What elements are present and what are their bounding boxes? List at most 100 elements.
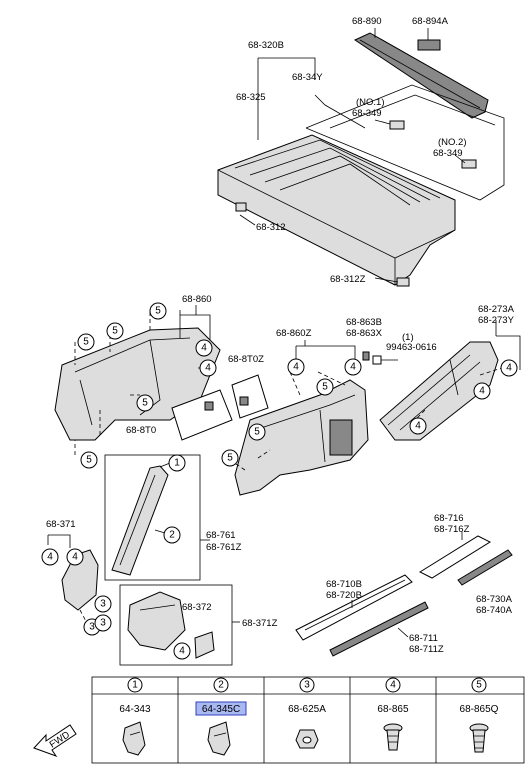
bracket-68-371z-piece[interactable]: [194, 631, 215, 659]
label-99463: 99463-0616: [386, 342, 437, 353]
bracket-68-349-no2[interactable]: [461, 159, 477, 169]
label-68-349-b: 68-349: [433, 148, 463, 159]
svg-text:2: 2: [169, 530, 175, 541]
svg-text:4: 4: [72, 552, 78, 563]
grommet-68-625a-icon: [295, 729, 319, 749]
tray-board-outline: [305, 84, 505, 201]
sill-strip-68-711[interactable]: [329, 601, 429, 657]
label-68-8t0: 68-8T0: [126, 425, 156, 436]
callout-4: 4: [41, 548, 59, 566]
callout-5: 5: [106, 322, 124, 340]
callout-4: 4: [66, 548, 84, 566]
svg-text:4: 4: [47, 552, 53, 563]
svg-text:4: 4: [293, 362, 299, 373]
label-68-349-a: 68-349: [352, 108, 382, 119]
svg-text:5: 5: [155, 306, 161, 317]
tray-clip-68-312z[interactable]: [396, 277, 410, 287]
label-68-710b: 68-710B: [326, 579, 362, 590]
svg-text:5: 5: [254, 427, 260, 438]
label-68-720b: 68-720B: [326, 590, 362, 601]
sill-strip-68-730a[interactable]: [457, 549, 513, 586]
callout-5: 5: [316, 378, 334, 396]
legend-header-3: 3: [299, 677, 315, 693]
callout-1: 1: [168, 454, 186, 472]
label-68-761z: 68-761Z: [206, 542, 242, 553]
sill-plate-68-716[interactable]: [418, 535, 492, 579]
callout-3: 3: [94, 595, 112, 613]
sill-plate-group: 68-716 68-716Z 68-710B 68-720B 68-730A 6…: [295, 513, 513, 657]
bolt-99463-0616[interactable]: [372, 355, 398, 365]
legend-code-64-345c[interactable]: 64-345C: [202, 704, 240, 715]
trim-pocket: [329, 419, 353, 456]
fwd-arrow-icon: FWD: [33, 724, 77, 757]
callout-4: 4: [409, 417, 427, 435]
label-68-325: 68-325: [236, 92, 266, 103]
bracket-72-box: [119, 584, 233, 666]
svg-text:3: 3: [100, 618, 106, 629]
callout-5: 5: [80, 451, 98, 469]
rear-trim-68-273a[interactable]: [379, 341, 499, 441]
pillar-trim-68-761[interactable]: [111, 465, 169, 576]
clip-64-343-icon: [122, 721, 146, 756]
svg-text:5: 5: [112, 326, 118, 337]
callout-5: 5: [221, 449, 239, 467]
legend-code-68-865[interactable]: 68-865: [377, 704, 409, 715]
package-tray-panel[interactable]: [217, 134, 456, 286]
pillar-group: 68-761 68-761Z: [104, 454, 242, 581]
clip-68-863b[interactable]: [362, 351, 370, 361]
callout-4: 4: [500, 359, 518, 377]
cover-pad-68-894a[interactable]: [417, 39, 441, 51]
label-68-860z: 68-860Z: [276, 328, 312, 339]
svg-text:5: 5: [142, 398, 148, 409]
tonneau-cover-group: 68-890 68-894A 68-320B 68-34Y 68-325 (NO…: [217, 16, 505, 287]
label-68-372: 68-372: [182, 602, 212, 613]
label-68-312: 68-312: [256, 222, 286, 233]
callout-4: 4: [195, 339, 213, 357]
bracket-68-349-no1[interactable]: [389, 120, 405, 130]
svg-text:4: 4: [205, 363, 211, 374]
tray-clip-68-312[interactable]: [235, 202, 247, 212]
right-trim-group: 68-860Z 68-8T0Z 68-863B 68-863X (1) 9946…: [228, 317, 437, 496]
pillar-box: [104, 454, 201, 581]
callout-5: 5: [149, 302, 167, 320]
callout-4: 4: [473, 382, 491, 400]
svg-text:1: 1: [174, 458, 180, 469]
svg-text:1: 1: [132, 680, 138, 691]
svg-text:3: 3: [89, 622, 95, 633]
rear-trim-group: 68-273A 68-273Y: [379, 304, 521, 441]
svg-text:4: 4: [390, 680, 396, 691]
svg-text:5: 5: [322, 382, 328, 393]
label-68-711: 68-711: [409, 633, 438, 644]
svg-text:4: 4: [506, 363, 512, 374]
label-qty1: (1): [402, 332, 414, 343]
label-68-863x: 68-863X: [346, 328, 383, 339]
clip-64-345c-icon: [207, 721, 231, 756]
legend-code-68-625a[interactable]: 68-625A: [288, 704, 326, 715]
bracket-68-372[interactable]: [127, 591, 186, 651]
svg-text:4: 4: [201, 343, 207, 354]
legend-header-2: 2: [213, 677, 229, 693]
callout-4: 4: [199, 359, 217, 377]
label-no2: (NO.2): [438, 137, 467, 148]
legend-code-64-343[interactable]: 64-343: [119, 704, 151, 715]
label-68-711z: 68-711Z: [409, 644, 444, 655]
trim-lid-68-8t0[interactable]: [171, 389, 233, 441]
legend-highlight: [195, 701, 247, 716]
label-68-371z: 68-371Z: [242, 618, 278, 629]
tonneau-cover-strip[interactable]: [353, 32, 489, 119]
svg-text:5: 5: [83, 337, 89, 348]
legend-code-68-865q[interactable]: 68-865Q: [460, 704, 499, 715]
callout-5: 5: [248, 423, 266, 441]
svg-text:5: 5: [476, 680, 482, 691]
trim-lid-68-8t0z[interactable]: [231, 374, 269, 419]
svg-text:4: 4: [350, 362, 356, 373]
legend-header-5: 5: [471, 677, 487, 693]
legend-header-4: 4: [385, 677, 401, 693]
svg-text:5: 5: [86, 455, 92, 466]
label-68-716z: 68-716Z: [434, 524, 470, 535]
right-quarter-trim-panel[interactable]: [234, 379, 369, 496]
callout-4: 4: [173, 642, 191, 660]
fastener-legend-table: 1 2 3 4 5 64-343 64-345C 68-625A 68-865 …: [91, 676, 525, 764]
label-68-716: 68-716: [434, 513, 464, 524]
